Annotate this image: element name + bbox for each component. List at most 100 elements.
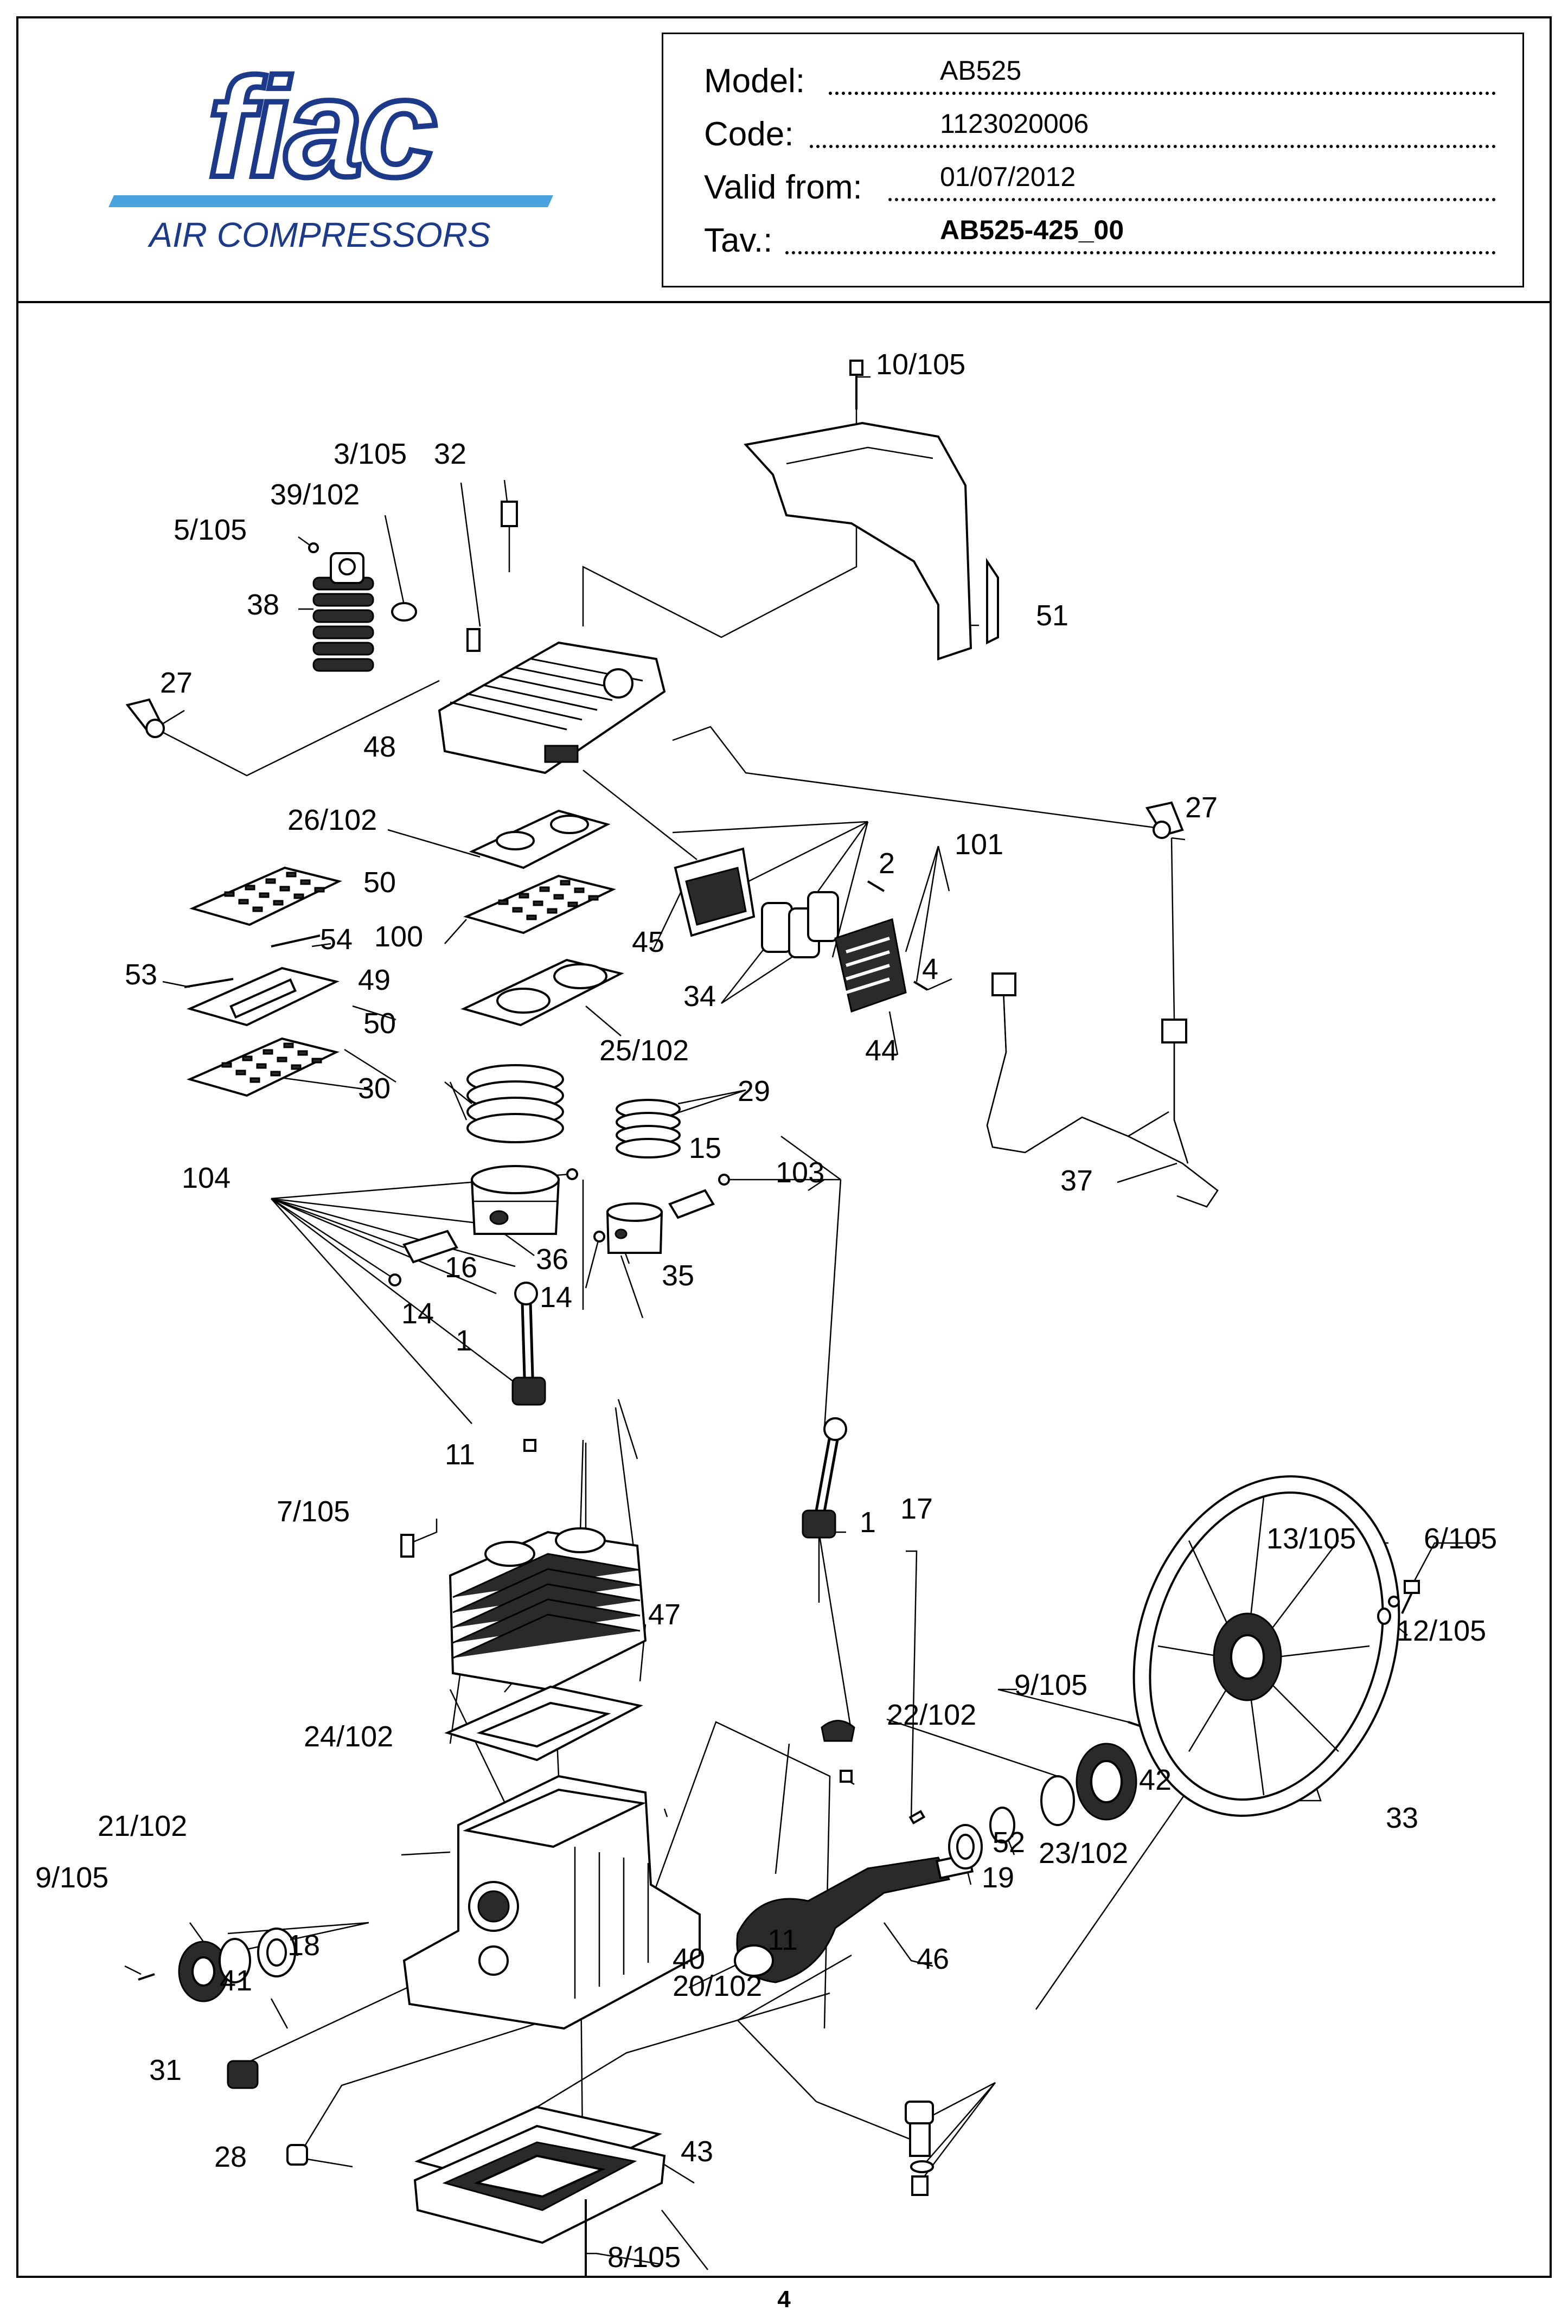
part-label-41: 41 (220, 1964, 252, 1997)
model-label: Model: (704, 62, 805, 100)
part-label-21-102: 21/102 (98, 1810, 187, 1842)
part-label-13-105: 13/105 (1266, 1522, 1356, 1555)
nut-11-left (523, 1439, 536, 1452)
circlip-103 (718, 1174, 730, 1186)
part-label-42: 42 (1139, 1764, 1172, 1796)
part-label-33: 33 (1386, 1802, 1418, 1834)
bolt-7-105 (400, 1534, 414, 1558)
belt-guard (744, 421, 999, 661)
part-label-54: 54 (320, 923, 353, 956)
part-label-100: 100 (374, 920, 423, 953)
part-label-52: 52 (993, 1826, 1025, 1859)
part-label-14a: 14 (401, 1297, 434, 1330)
circlip-14-left (388, 1273, 401, 1286)
part-label-16: 16 (445, 1251, 477, 1284)
part-label-43: 43 (681, 2135, 713, 2168)
delivery-pipe-37 (986, 837, 1219, 1208)
part-label-50a: 50 (363, 866, 396, 899)
connecting-rod-1-left (511, 1282, 546, 1406)
tav-row: Tav.: AB525-425_00 (704, 215, 1496, 264)
part-label-30: 30 (358, 1072, 391, 1105)
valve-plate-49 (187, 966, 340, 1027)
part-label-10-105: 10/105 (876, 348, 965, 381)
part-label-14b: 14 (540, 1281, 572, 1314)
model-row: Model: AB525 (704, 55, 1496, 105)
bolt-3-105 (466, 628, 481, 652)
part-label-29: 29 (738, 1075, 770, 1107)
part-label-27a: 27 (160, 667, 193, 699)
part-label-7-105: 7/105 (277, 1495, 350, 1528)
part-label-2: 2 (879, 847, 895, 880)
part-label-27b: 27 (1185, 791, 1218, 824)
washer-13-105 (1388, 1596, 1400, 1608)
piston-rings-29 (616, 1099, 681, 1158)
washer-12-105 (1377, 1608, 1391, 1625)
part-label-28: 28 (214, 2141, 247, 2173)
bearing-cap-lower (821, 1720, 855, 1742)
o-ring-23-102 (989, 1807, 1015, 1843)
screw-2 (867, 880, 885, 892)
valve-plate-50-top (189, 866, 342, 926)
gasket-25-102 (460, 958, 624, 1027)
bolt-10-105 (849, 360, 863, 409)
part-label-103: 103 (776, 1156, 824, 1189)
part-label-104: 104 (182, 1162, 231, 1194)
part-label-4: 4 (922, 953, 938, 985)
part-label-46: 46 (917, 1943, 949, 1975)
part-label-44: 44 (865, 1034, 898, 1067)
logo-wordmark: fiac (207, 65, 436, 207)
part-label-9-105b: 9/105 (35, 1861, 108, 1894)
part-label-6-105: 6/105 (1424, 1522, 1497, 1555)
valve-plate-100 (463, 874, 616, 934)
piston-36 (470, 1165, 560, 1235)
part-label-17: 17 (900, 1493, 933, 1525)
o-ring-39-102 (391, 602, 417, 622)
part-label-25-102: 25/102 (599, 1034, 689, 1067)
part-label-15: 15 (689, 1132, 721, 1164)
piston-35 (606, 1202, 663, 1254)
part-label-37: 37 (1060, 1164, 1093, 1197)
part-drawings (125, 360, 1420, 2294)
tav-value: AB525-425_00 (940, 215, 1124, 245)
part-label-32: 32 (434, 438, 466, 470)
part-label-19: 19 (982, 1861, 1014, 1894)
crankcase-40 (402, 1775, 701, 2030)
nut-11-right (840, 1770, 853, 1783)
bearing-19 (948, 1824, 983, 1870)
part-label-48: 48 (363, 731, 396, 763)
part-label-5-105: 5/105 (174, 514, 247, 546)
part-label-9-105a: 9/105 (1014, 1669, 1087, 1701)
connecting-rod-1-right (802, 1417, 847, 1539)
model-info-box: Model: AB525 Code: 1123020006 Valid from… (662, 33, 1524, 287)
valid-from-value: 01/07/2012 (940, 162, 1076, 192)
part-label-24-102: 24/102 (304, 1720, 393, 1753)
piston-pin-15 (668, 1189, 715, 1219)
part-label-50b: 50 (363, 1007, 396, 1040)
end-cover-41 (178, 1941, 229, 2002)
reed-54 (271, 934, 321, 947)
o-ring-21-102 (219, 1938, 251, 1983)
valid-from-row: Valid from: 01/07/2012 (704, 162, 1496, 211)
valve-plate-50-bottom (187, 1037, 340, 1097)
code-dots (810, 145, 1496, 148)
part-label-36: 36 (536, 1243, 568, 1276)
silencer-cover-45 (674, 847, 756, 937)
dipstick-52 (905, 2101, 934, 2196)
part-label-38: 38 (247, 588, 279, 621)
part-label-34: 34 (683, 980, 716, 1013)
part-label-3-105: 3/105 (334, 438, 407, 470)
part-label-47: 47 (648, 1598, 681, 1631)
part-label-51: 51 (1036, 599, 1068, 632)
part-label-22-102: 22/102 (887, 1699, 976, 1731)
piston-rings-30 (466, 1064, 564, 1143)
model-value: AB525 (940, 55, 1022, 86)
model-dots (829, 92, 1496, 95)
reed-53 (184, 978, 234, 988)
silencer-cover-44 (834, 918, 907, 1013)
part-label-12-105: 12/105 (1397, 1615, 1486, 1647)
part-label-101: 101 (955, 828, 1003, 861)
elbow-fitting-27-left (125, 698, 165, 738)
piston-pin-16 (402, 1230, 458, 1264)
